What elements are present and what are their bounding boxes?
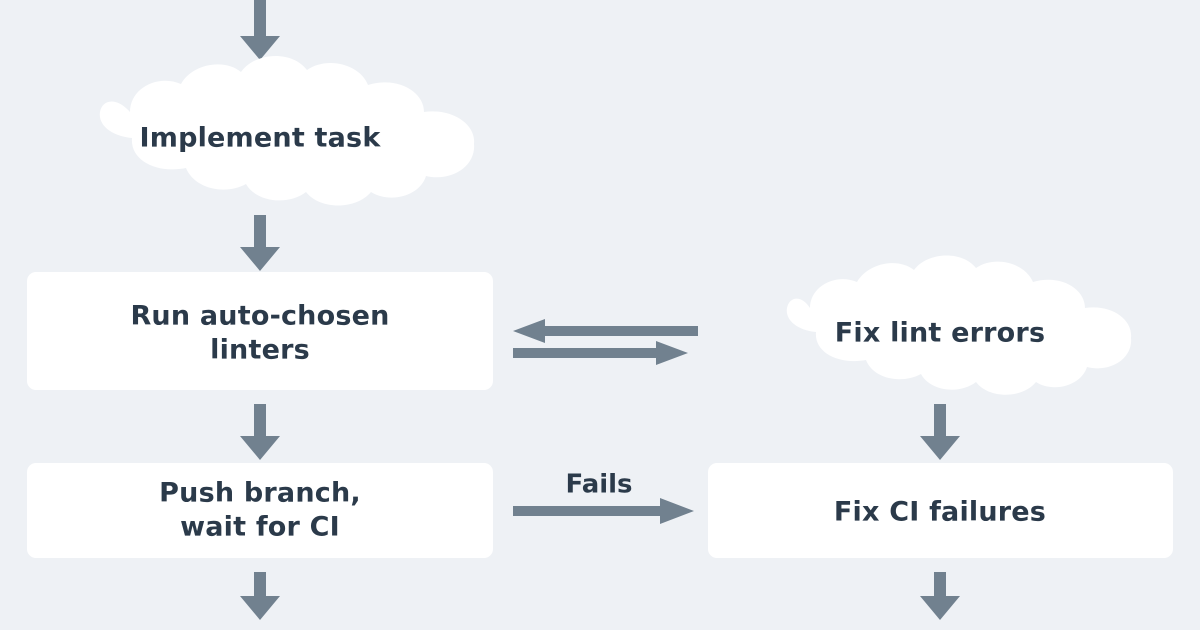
rectangle-shape (27, 463, 493, 558)
edge-fixlint-down-arrow-icon (920, 404, 960, 460)
node-push-branch-label-line1: Push branch, (159, 478, 361, 509)
edge-fixlint-to-linters-arrow-icon (513, 319, 698, 343)
edge-linters-to-fixlint-arrow-icon (513, 341, 688, 365)
edge-incoming-top-arrow-icon (240, 0, 280, 60)
node-fix-ci-failures-label: Fix CI failures (834, 497, 1046, 528)
cloud-shape (786, 255, 1132, 395)
node-run-linters-label-line2: linters (210, 335, 310, 366)
node-implement-task-label: Implement task (139, 123, 381, 154)
node-run-linters-label-line1: Run auto-chosen (130, 301, 389, 332)
edge-implement-to-linters-arrow-icon (240, 215, 280, 271)
cloud-shape (99, 55, 475, 206)
node-implement-task[interactable]: Implement task (99, 55, 475, 206)
node-fix-lint-errors-label: Fix lint errors (835, 318, 1045, 349)
node-fix-ci-failures[interactable]: Fix CI failures (708, 463, 1173, 558)
edge-label-fails: Fails (565, 470, 632, 500)
rectangle-shape (27, 272, 493, 390)
node-fix-lint-errors[interactable]: Fix lint errors (786, 255, 1132, 395)
edge-fixci-out-bottom-arrow-icon (920, 572, 960, 620)
edge-push-to-fixci-arrow-icon (513, 498, 694, 524)
edge-linters-to-push-arrow-icon (240, 404, 280, 460)
node-push-branch[interactable]: Push branch, wait for CI (27, 463, 493, 558)
node-run-linters[interactable]: Run auto-chosen linters (27, 272, 493, 390)
rectangle-shape (708, 463, 1173, 558)
edge-push-out-bottom-arrow-icon (240, 572, 280, 620)
node-push-branch-label-line2: wait for CI (180, 512, 340, 543)
